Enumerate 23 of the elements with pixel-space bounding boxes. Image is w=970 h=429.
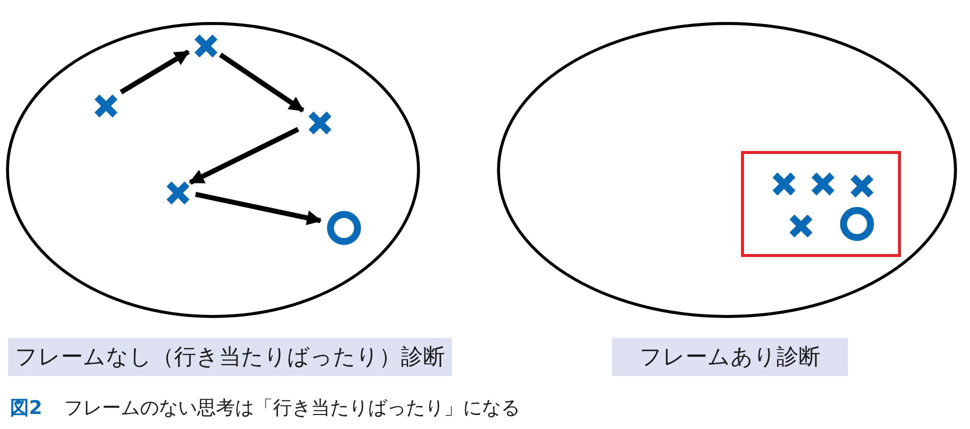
cross-mark (307, 110, 333, 136)
circle-mark (327, 211, 361, 245)
ellipse-outline (6, 22, 420, 318)
arrow (188, 127, 300, 185)
cross-mark (810, 171, 836, 197)
cross-mark (788, 213, 814, 239)
cross-mark (165, 180, 191, 206)
ellipse-outline (497, 22, 957, 318)
cross-mark (849, 173, 875, 199)
caption: フレームのない思考は「行き当たりばったり」になる (64, 396, 520, 421)
arrow (195, 192, 322, 226)
cross-mark (93, 93, 119, 119)
band-text: フレームなし（行き当たりばったり）診断 (15, 344, 445, 372)
cross-mark (771, 171, 797, 197)
figure-number: 図2 (10, 396, 42, 421)
circle-mark (840, 207, 874, 241)
arrow (219, 52, 304, 113)
frame-box (741, 151, 901, 257)
label-band (8, 338, 452, 376)
band-text: フレームあり診断 (640, 344, 820, 372)
label-band (612, 338, 848, 376)
arrow (120, 50, 190, 94)
cross-mark (193, 33, 219, 59)
